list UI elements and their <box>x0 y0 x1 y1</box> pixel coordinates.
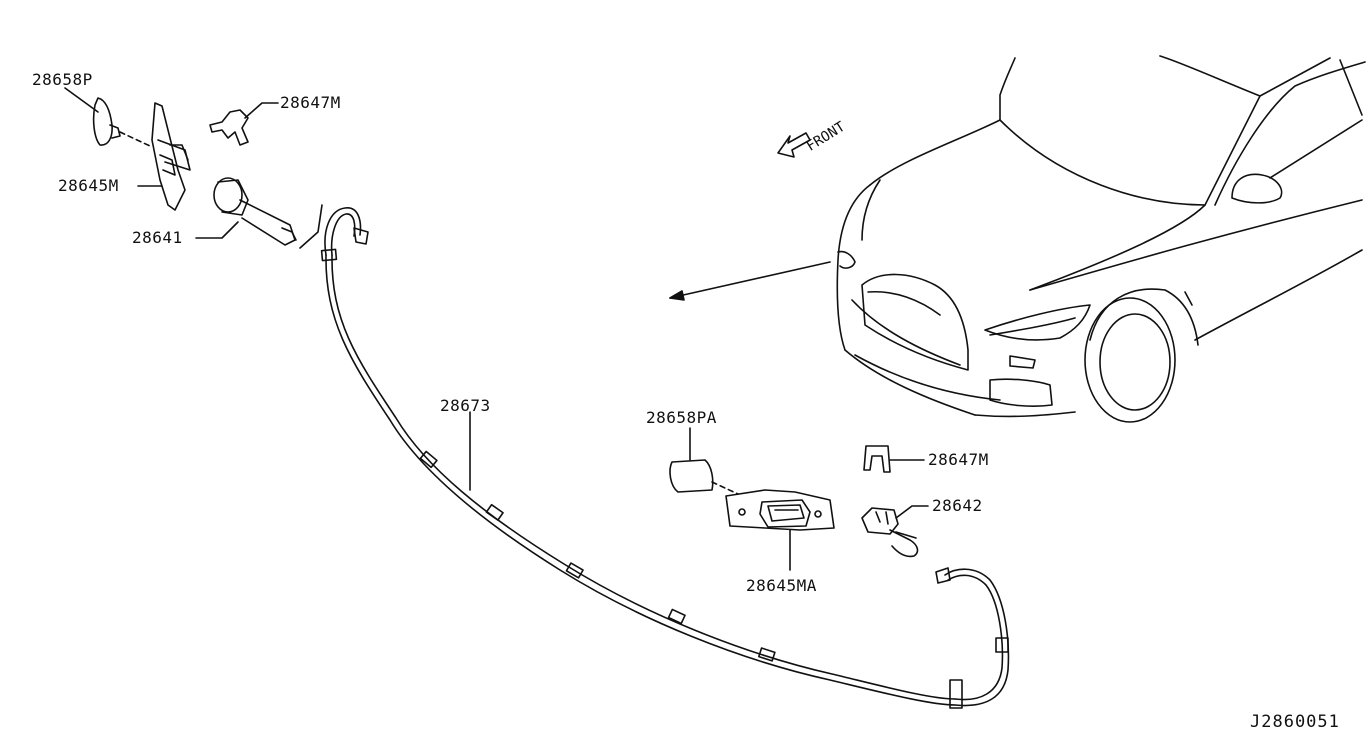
front-arrow-icon <box>777 132 811 158</box>
label-28647M-bottom: 28647M <box>928 450 989 469</box>
label-28673: 28673 <box>440 396 491 415</box>
leader-28641 <box>195 221 239 239</box>
bracket-28645MA-shape <box>725 489 835 531</box>
leader-28642 <box>895 505 929 519</box>
nozzle-28641-shape <box>213 177 297 246</box>
hose-28673-shape <box>320 207 1010 709</box>
location-arrow <box>669 261 831 301</box>
leader-28658P <box>64 87 99 113</box>
label-28658PA: 28658PA <box>646 408 717 427</box>
hose-break-mark <box>299 204 323 249</box>
label-28645MA: 28645MA <box>746 576 817 595</box>
nozzle-28642-shape <box>861 507 919 558</box>
label-28645M: 28645M <box>58 176 119 195</box>
label-28642: 28642 <box>932 496 983 515</box>
diagram-code: J2860051 <box>1250 712 1340 732</box>
leader-28647M-top <box>244 102 279 119</box>
cap-28658P-shape <box>92 97 151 147</box>
vehicle-illustration <box>836 55 1366 423</box>
label-28647M-top: 28647M <box>280 93 341 112</box>
cap-28658PA-shape <box>669 459 739 495</box>
clip-28647M-bottom-shape <box>863 445 891 473</box>
bracket-28645M-shape <box>151 102 191 211</box>
label-28658P: 28658P <box>32 70 93 89</box>
label-28641: 28641 <box>132 228 183 247</box>
clip-28647M-top-shape <box>209 109 249 146</box>
